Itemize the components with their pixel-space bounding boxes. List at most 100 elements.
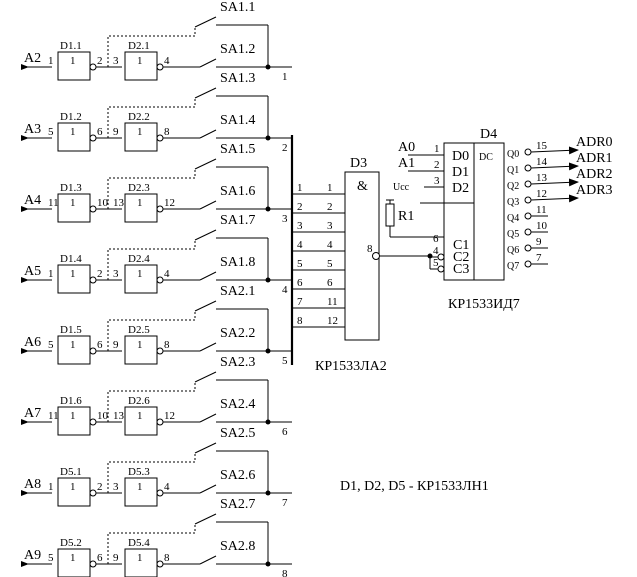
gate2-body xyxy=(124,406,158,436)
gate1-inversion xyxy=(89,489,97,497)
gate2-body xyxy=(124,548,158,577)
gate2-out-pin: 8 xyxy=(164,339,170,351)
gate2-body xyxy=(124,193,158,223)
bus-line-number: 5 xyxy=(282,355,288,367)
d4-control-label: C3 xyxy=(453,262,469,277)
gate1-name: D1.6 xyxy=(60,395,82,407)
address-input-label: A6 xyxy=(24,335,41,350)
gate1-in-pin: 11 xyxy=(48,410,59,422)
d4-output-pin: 11 xyxy=(536,204,547,216)
address-input-label: A7 xyxy=(24,406,41,421)
gate2-in-pin: 13 xyxy=(113,197,125,209)
gate1-in-pin: 11 xyxy=(48,197,59,209)
switch-lower-blade xyxy=(199,484,217,494)
gate2-body xyxy=(124,51,158,81)
gate1-symbol: 1 xyxy=(70,268,76,280)
switch-lower-blade xyxy=(199,58,217,68)
d3-input-pin: 6 xyxy=(327,277,333,289)
bus-tap-number: 8 xyxy=(297,315,303,327)
bus-tap-number: 1 xyxy=(297,182,303,194)
r1-body xyxy=(385,203,395,227)
gate1-in-pin: 1 xyxy=(48,55,54,67)
d4-output-inversion xyxy=(524,196,532,204)
switch-lower-blade xyxy=(199,271,217,281)
gate1-inversion xyxy=(89,63,97,71)
d4-output-label: Q6 xyxy=(507,245,519,256)
gate2-name: D2.4 xyxy=(128,253,150,265)
d4-name: D4 xyxy=(480,127,497,142)
gate1-inversion xyxy=(89,276,97,284)
gate1-symbol: 1 xyxy=(70,410,76,422)
gate1-out-pin: 6 xyxy=(97,339,103,351)
switch-lower-blade xyxy=(199,555,217,565)
gate2-name: D2.1 xyxy=(128,40,150,52)
gate2-symbol: 1 xyxy=(137,481,143,493)
d4-control-label: C2 xyxy=(453,250,469,265)
d3-output-pin: 8 xyxy=(367,243,373,255)
gate1-inversion xyxy=(89,560,97,568)
d3-input-pin: 3 xyxy=(327,220,333,232)
gate1-in-pin: 1 xyxy=(48,268,54,280)
d4-input-signal: A1 xyxy=(398,156,415,171)
ucc-label: Uсс xyxy=(393,182,410,193)
gate1-name: D1.4 xyxy=(60,253,82,265)
d4-control-pin: 5 xyxy=(433,257,439,269)
gate2-symbol: 1 xyxy=(137,339,143,351)
d4-output-pin: 12 xyxy=(536,188,547,200)
gate2-in-pin: 9 xyxy=(113,126,119,138)
d4-output-arrow xyxy=(530,146,579,155)
gate1-inversion xyxy=(89,205,97,213)
gate2-symbol: 1 xyxy=(137,197,143,209)
switch-lower-label: SA2.2 xyxy=(220,326,255,341)
gate2-out-pin: 4 xyxy=(164,481,170,493)
switch-lower-label: SA1.2 xyxy=(220,42,255,57)
gate2-name: D2.6 xyxy=(128,395,150,407)
gate1-out-pin: 10 xyxy=(97,410,109,422)
switch-lower-label: SA1.8 xyxy=(220,255,255,270)
d4-output-inversion xyxy=(524,260,532,268)
d4-input-pin: 2 xyxy=(434,159,440,171)
d4-output-arrow xyxy=(530,178,579,187)
d4-output-inversion xyxy=(524,244,532,252)
gate2-out-pin: 12 xyxy=(164,410,175,422)
gate1-in-pin: 5 xyxy=(48,552,54,564)
switch-lower-blade xyxy=(199,342,217,352)
gate2-inversion xyxy=(156,205,164,213)
bus-tap-number: 4 xyxy=(297,239,303,251)
switch-lower-label: SA1.4 xyxy=(220,113,255,128)
bus-line-number: 7 xyxy=(282,497,288,509)
d4-output-inversion xyxy=(524,212,532,220)
gate1-symbol: 1 xyxy=(70,197,76,209)
d4-dc-symbol: DC xyxy=(479,152,493,163)
address-input-label: A8 xyxy=(24,477,41,492)
switch-lower-blade xyxy=(199,413,217,423)
gate2-symbol: 1 xyxy=(137,55,143,67)
d3-type-label: КР1533ЛА2 xyxy=(315,359,387,374)
gate2-body xyxy=(124,477,158,507)
switch-lower-blade xyxy=(199,200,217,210)
gate2-name: D2.3 xyxy=(128,182,150,194)
d3-input-pin: 2 xyxy=(327,201,333,213)
gate1-out-pin: 6 xyxy=(97,126,103,138)
gate1-inversion xyxy=(89,418,97,426)
d4-output-pin: 14 xyxy=(536,156,548,168)
gate1-symbol: 1 xyxy=(70,339,76,351)
gate2-in-pin: 3 xyxy=(113,481,119,493)
